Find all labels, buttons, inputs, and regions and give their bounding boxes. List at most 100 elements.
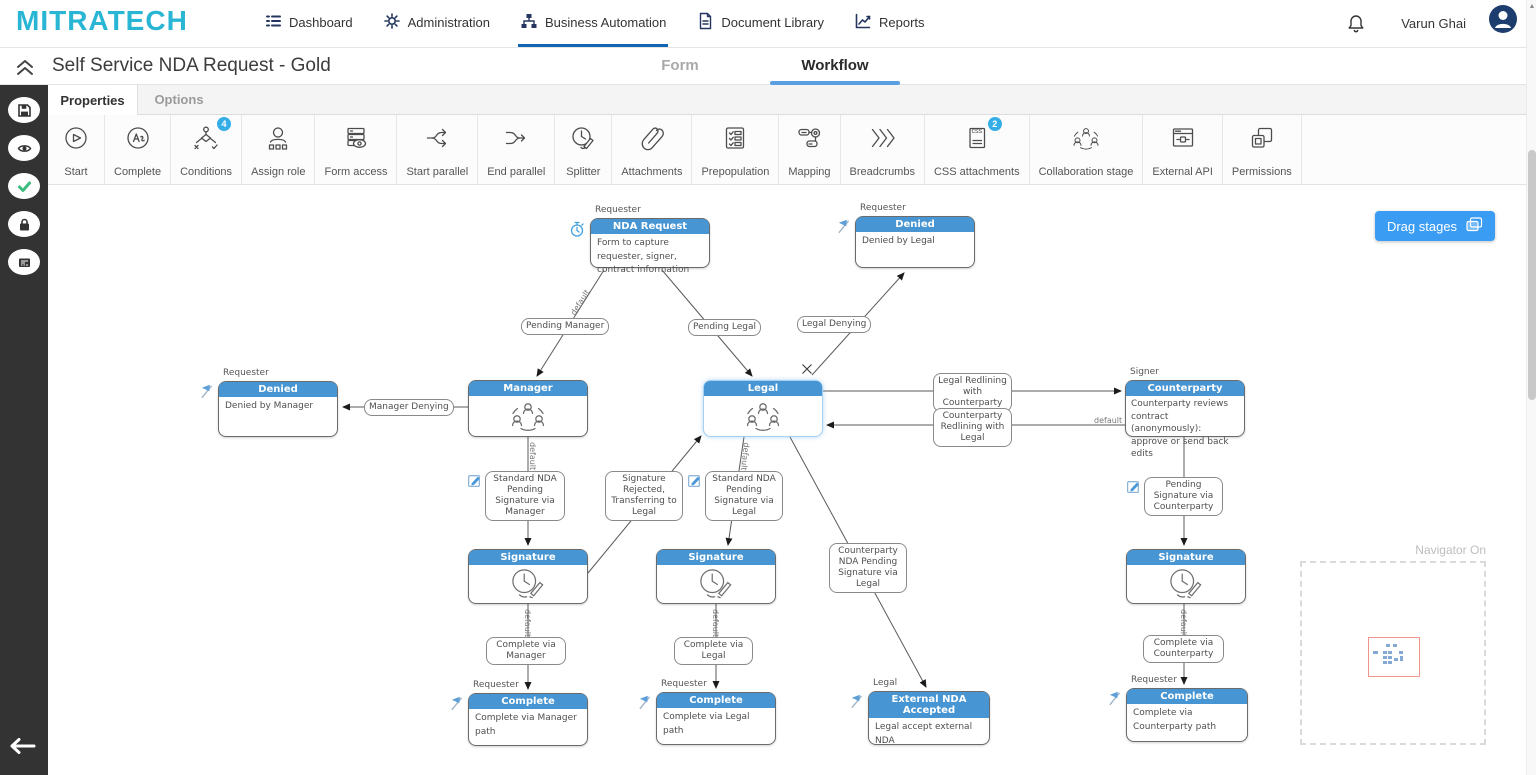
tool-external-api[interactable]: External API [1143,115,1223,184]
drag-stages-label: Drag stages [1386,218,1458,234]
stage-counterparty[interactable]: Signer Counterparty Counterparty reviews… [1125,367,1245,459]
validate-button[interactable] [8,173,40,199]
edge-label-standard-nda-manager[interactable]: Standard NDA Pending Signature via Manag… [485,471,565,521]
nav-item-document-library[interactable]: Document Library [694,0,826,47]
edge-label-pending-signature-counterparty[interactable]: Pending Signature via Counterparty [1144,477,1223,516]
x-marker-icon[interactable] [801,362,813,380]
tab-workflow[interactable]: Workflow [770,48,900,85]
stage-denied-by-legal[interactable]: Requester Denied Denied by Legal [855,203,975,268]
stage-manager[interactable]: Manager [468,380,588,437]
tool-label: CSS attachments [933,166,1020,178]
navigator-viewport[interactable] [1368,637,1420,677]
user-avatar[interactable] [1488,4,1518,34]
signature-clock-icon [469,565,587,603]
stage-title: Denied [219,382,337,397]
title-bar: Self Service NDA Request - Gold Form Wor… [0,48,1536,85]
tab-options[interactable]: Options [154,92,204,107]
tool-label: Start parallel [406,166,469,178]
stage-role: Signer [1130,367,1159,377]
mapping-icon [795,122,823,154]
start-parallel-icon [423,122,451,154]
tool-assign-role[interactable]: Assign role [242,115,316,184]
tool-breadcrumbs[interactable]: Breadcrumbs [841,115,925,184]
stage-signature-manager[interactable]: Signature [468,549,588,604]
edge-label-complete-via-legal[interactable]: Complete via Legal [674,637,753,665]
nav-item-administration[interactable]: Administration [381,0,492,47]
stage-complete-legal[interactable]: Requester Complete Complete via Legal pa… [656,679,776,745]
edge-label-signature-rejected[interactable]: Signature Rejected, Transferring to Lega… [605,471,683,521]
tool-splitter[interactable]: Splitter [555,115,613,184]
tool-conditions[interactable]: 4 Conditions [171,115,243,184]
stage-description: Counterparty reviews contract (anonymous… [1131,399,1229,460]
tool-css-attachments[interactable]: css 2 CSS attachments [925,115,1030,184]
edge-label-manager-denying[interactable]: Manager Denying [364,399,454,416]
stage-title: Denied [856,217,974,232]
user-name[interactable]: Varun Ghai [1401,16,1466,31]
edge-label-standard-nda-legal[interactable]: Standard NDA Pending Signature via Legal [705,471,783,521]
back-arrow-icon[interactable] [8,738,36,759]
save-button[interactable] [8,97,40,123]
content-area: Properties Options Start Complete 4 Cond… [48,85,1536,775]
edge-label-complete-via-counterparty[interactable]: Complete via Counterparty [1143,635,1224,663]
tool-label: External API [1152,166,1213,178]
edge-label-legal-redlining[interactable]: Legal Redlining with Counterparty [933,373,1012,412]
edge-label-pending-legal[interactable]: Pending Legal [688,319,761,336]
workflow-canvas[interactable]: default default default default default … [48,185,1536,775]
stage-external-nda-accepted[interactable]: Legal External NDA Accepted Legal accept… [868,678,990,746]
nav-item-dashboard[interactable]: Dashboard [262,0,355,47]
tool-collaboration-stage[interactable]: Collaboration stage [1030,115,1144,184]
preview-button[interactable] [8,135,40,161]
left-sidebar [0,85,48,775]
tool-start[interactable]: Start [48,115,105,184]
edge-label-counterparty-redlining[interactable]: Counterparty Redlining with Legal [933,408,1012,447]
mitratech-logo[interactable]: MITRATECH [16,5,188,36]
tab-properties[interactable]: Properties [48,85,138,115]
collaboration-stage-icon [1069,122,1103,154]
stage-title: Complete [657,693,775,708]
stage-title: External NDA Accepted [869,692,989,718]
stage-complete-manager[interactable]: Requester Complete Complete via Manager … [468,680,588,746]
edge-label-legal-denying[interactable]: Legal Denying [797,316,872,333]
tool-permissions[interactable]: Permissions [1223,115,1302,184]
drag-stages-button[interactable]: Drag stages [1375,211,1495,241]
tool-form-access[interactable]: Form access [315,115,398,184]
edge-default-label: default [1179,609,1188,638]
tab-form[interactable]: Form [661,57,699,74]
publish-button[interactable] [8,249,40,275]
scrollbar-thumb[interactable] [1528,150,1536,400]
notifications-bell-icon[interactable] [1346,13,1366,40]
nav-label: Reports [879,14,925,30]
nav-item-reports[interactable]: Reports [852,0,927,47]
stage-signature-counterparty[interactable]: Signature [1126,549,1246,604]
stage-title: Signature [657,550,775,565]
permissions-icon [1248,122,1276,154]
tool-complete[interactable]: Complete [105,115,172,184]
tool-prepopulation[interactable]: Prepopulation [692,115,780,184]
breadcrumbs-icon [868,122,896,154]
edge-label-complete-via-manager[interactable]: Complete via Manager [486,637,566,665]
sitemap-icon [520,12,538,33]
stage-nda-request[interactable]: Requester NDA Request Form to capture re… [590,205,710,275]
vertical-scrollbar[interactable]: ▲ [1526,0,1536,775]
scroll-up-arrow[interactable]: ▲ [1528,3,1536,10]
tab-workflow-label: Workflow [801,57,869,74]
tool-mapping[interactable]: Mapping [779,115,841,184]
start-icon [62,122,90,154]
tool-attachments[interactable]: Attachments [612,115,693,184]
collapse-chevrons-icon[interactable] [14,56,36,83]
navigator-minimap[interactable] [1300,561,1486,745]
edge-label-pending-manager[interactable]: Pending Manager [521,318,610,335]
flag-icon [199,383,215,404]
nav-item-business-automation[interactable]: Business Automation [517,0,669,47]
tool-label: Collaboration stage [1038,166,1134,178]
edge-default-label: default [523,609,532,638]
flag-icon [449,695,465,716]
stage-signature-legal[interactable]: Signature [656,549,776,604]
tool-end-parallel[interactable]: End parallel [478,115,556,184]
edge-label-counterparty-nda-pending[interactable]: Counterparty NDA Pending Signature via L… [829,543,907,593]
lock-button[interactable] [8,211,40,237]
stage-legal[interactable]: Legal [703,380,823,437]
stage-complete-counterparty[interactable]: Requester Complete Complete via Counterp… [1126,675,1248,742]
stage-denied-by-manager[interactable]: Requester Denied Denied by Manager [218,368,338,437]
tool-start-parallel[interactable]: Start parallel [397,115,479,184]
